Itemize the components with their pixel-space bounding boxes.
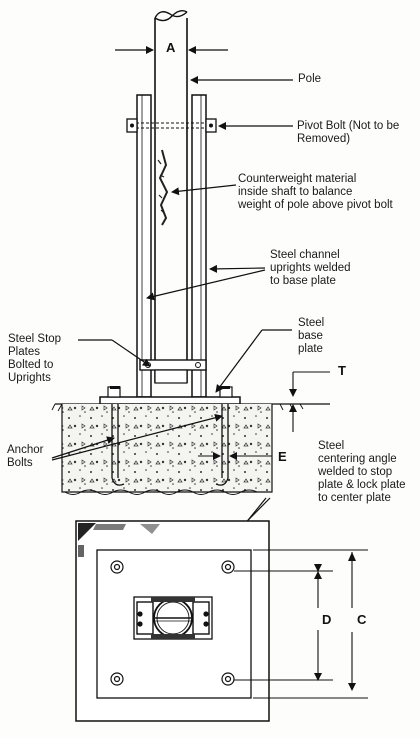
pivot-bolt — [126, 118, 217, 133]
concrete-foundation — [61, 404, 273, 495]
channel-upright-right — [191, 94, 207, 398]
dimension-d-lines — [234, 564, 333, 681]
dimension-t-arrows — [289, 371, 330, 432]
label-base-plate: Steel base plate — [298, 317, 325, 355]
dimension-t-label: T — [338, 363, 346, 378]
pole-shaft — [154, 9, 188, 383]
dimension-e-label: E — [278, 449, 287, 464]
dimension-a-label: A — [166, 40, 176, 55]
channel-upright-left — [136, 94, 152, 398]
label-uprights: Steel channel uprights welded to base pl… — [270, 249, 351, 287]
dimension-c-lines — [253, 549, 368, 699]
label-pivot-bolt: Pivot Bolt (Not to be Removed) — [297, 120, 400, 145]
label-pole: Pole — [298, 73, 322, 85]
plan-anchor-bolts — [110, 560, 235, 686]
label-anchor-bolts: Anchor Bolts — [7, 444, 44, 469]
counterweight-fill — [157, 149, 169, 226]
label-centering-angle: Steel centering angle welded to stop pla… — [318, 440, 406, 504]
base-plate — [99, 386, 241, 405]
label-counterweight: Counterweight material inside shaft to b… — [238, 173, 393, 211]
plan-pole-section — [133, 596, 213, 640]
dimension-c-label: C — [357, 612, 367, 627]
label-stop-plates: Steel Stop Plates Bolted to Uprights — [8, 333, 62, 384]
dimension-d-label: D — [322, 612, 332, 627]
